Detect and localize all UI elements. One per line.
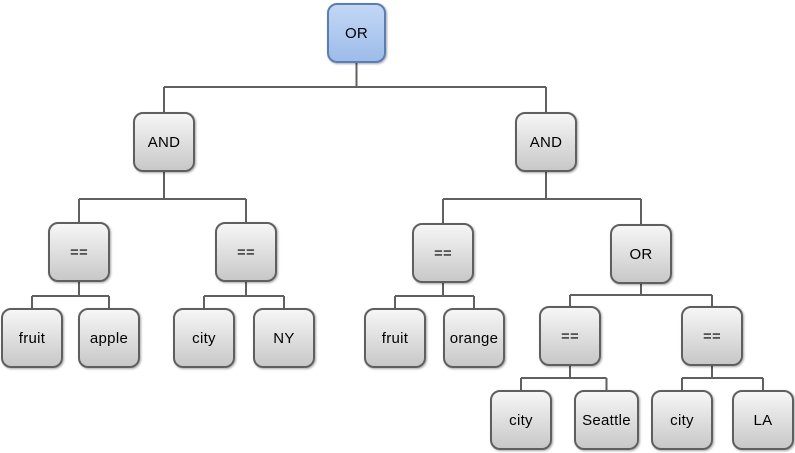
tree-node-eq: == xyxy=(681,306,743,366)
tree-connector xyxy=(78,172,247,222)
tree-connector xyxy=(394,283,475,308)
tree-node-orange: orange xyxy=(443,308,505,368)
tree-connector xyxy=(681,366,764,390)
tree-node-city: city xyxy=(651,390,713,450)
tree-node-eq: == xyxy=(539,306,601,366)
tree-node-apple: apple xyxy=(78,308,140,368)
tree-connector xyxy=(163,63,547,112)
tree-node-eq: == xyxy=(48,222,110,282)
tree-node-eq: == xyxy=(215,222,277,282)
tree-connector xyxy=(31,282,110,308)
tree-node-and: AND xyxy=(515,112,577,172)
tree-node-city: city xyxy=(490,390,552,450)
tree-node-and: AND xyxy=(133,112,195,172)
tree-node-fruit: fruit xyxy=(1,308,63,368)
tree-node-fruit: fruit xyxy=(364,308,426,368)
tree-node-la: LA xyxy=(732,390,794,450)
tree-node-root-or: OR xyxy=(327,3,386,63)
tree-node-city: city xyxy=(173,308,235,368)
tree-connector xyxy=(569,284,713,306)
tree-connector xyxy=(520,366,608,390)
tree-node-or: OR xyxy=(610,224,672,284)
tree-node-ny: NY xyxy=(253,308,315,368)
tree-connector xyxy=(442,172,642,224)
tree-node-seattle: Seattle xyxy=(574,390,639,450)
tree-node-eq: == xyxy=(412,223,474,283)
tree-connector xyxy=(203,282,285,308)
